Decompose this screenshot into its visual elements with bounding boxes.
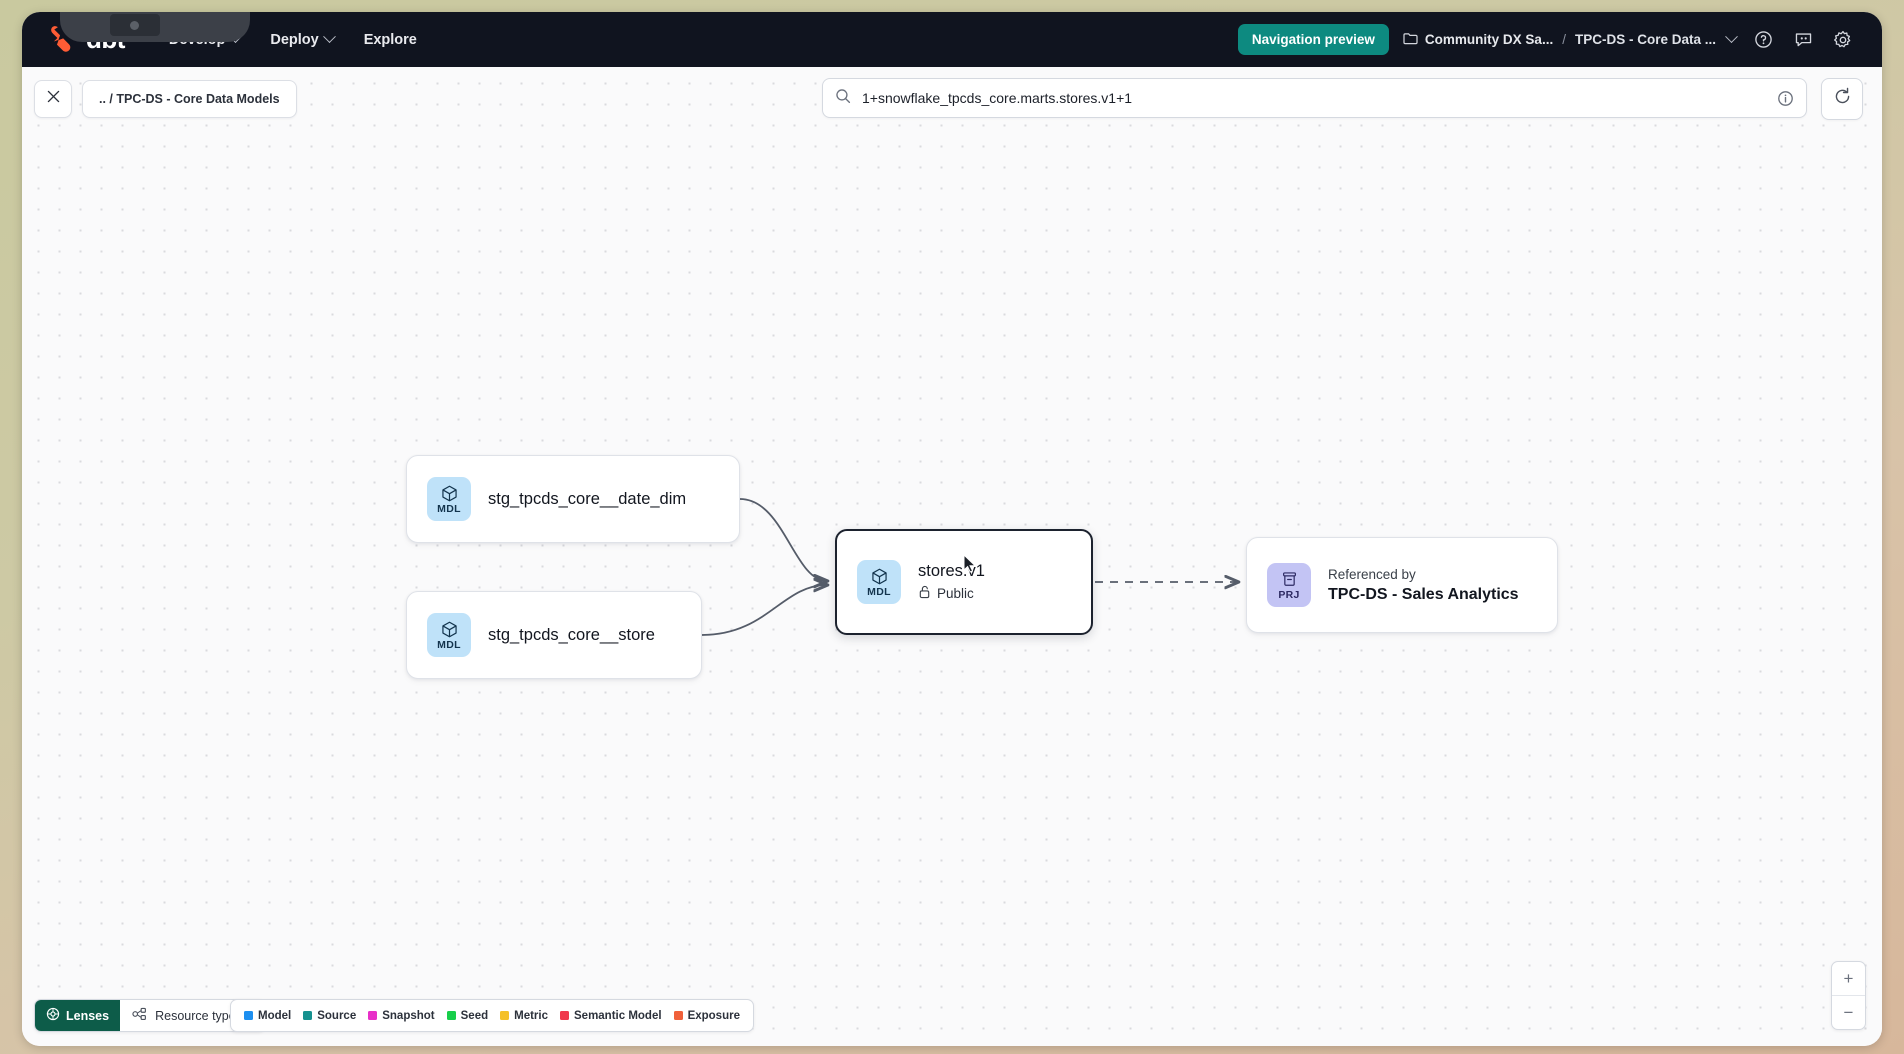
zoom-in-button[interactable]: + [1843, 968, 1854, 988]
settings-icon[interactable] [1830, 27, 1856, 53]
lineage-toolbar: .. / TPC-DS - Core Data Models [22, 67, 1882, 123]
cube-icon [441, 621, 457, 638]
node-access-text: Public [937, 586, 974, 601]
legend-item[interactable]: Metric [500, 1010, 548, 1022]
resource-type-legend: Model Source Snapshot Seed Metric Semantic Mo… [230, 999, 754, 1032]
node-title: stg_tpcds_core__date_dim [488, 489, 687, 508]
lineage-search-box[interactable] [822, 78, 1807, 118]
chevron-down-icon [322, 30, 336, 44]
chevron-down-icon[interactable] [1725, 30, 1738, 44]
top-navbar: dbt Develop Deploy Explore Navigation pr… [22, 12, 1882, 67]
graph-node-project[interactable]: PRJ Referenced by TPC-DS - Sales Analyti… [1246, 537, 1558, 633]
lens-icon [46, 1007, 60, 1024]
browser-frame: dbt Develop Deploy Explore Navigation pr… [22, 12, 1882, 1046]
legend-item[interactable]: Seed [446, 1009, 489, 1022]
node-kicker: Referenced by [1328, 566, 1416, 582]
resource-badge-label: MDL [437, 638, 461, 651]
resource-badge-label: PRJ [1278, 588, 1300, 601]
legend-label: Source [317, 1009, 357, 1022]
legend-label: Snapshot [382, 1009, 435, 1022]
feedback-icon[interactable] [1790, 27, 1816, 53]
legend-item[interactable]: Source [303, 1010, 356, 1022]
legend-swatch [673, 1011, 683, 1020]
project-icon [1282, 572, 1296, 586]
legend-swatch [446, 1011, 456, 1020]
lenses-button-label: Lenses [66, 1008, 110, 1023]
mouse-cursor [963, 553, 977, 579]
nav-item-deploy[interactable]: Deploy [268, 27, 336, 53]
resource-badge-model: MDL [857, 560, 901, 604]
legend-item[interactable]: Semantic Model [560, 1010, 662, 1022]
graph-node-model[interactable]: MDL stg_tpcds_core__store [406, 591, 702, 679]
nav-item-explore[interactable]: Explore [362, 27, 419, 53]
node-body: Referenced by TPC-DS - Sales Analytics [1328, 567, 1519, 604]
refresh-button[interactable] [1821, 78, 1863, 120]
graph-node-selected[interactable]: MDL stores.v1 Public [835, 529, 1093, 635]
breadcrumb: Community DX Sa... / TPC-DS - Core Data … [1403, 30, 1738, 48]
legend-label: Model [258, 1009, 292, 1022]
breadcrumb-account[interactable]: Community DX Sa... [1424, 32, 1554, 47]
node-body: stg_tpcds_core__store [488, 626, 655, 645]
folder-icon [1403, 32, 1418, 48]
resource-badge-label: MDL [867, 585, 891, 598]
node-title: stg_tpcds_core__store [488, 625, 655, 644]
breadcrumb-project[interactable]: TPC-DS - Core Data ... [1574, 32, 1716, 47]
close-icon [46, 89, 61, 109]
navbar-right: Navigation preview Community DX Sa... / … [1237, 24, 1856, 55]
nodes-icon [132, 1007, 147, 1024]
breadcrumb-separator: / [1562, 32, 1566, 47]
nav-item-deploy-label: Deploy [270, 31, 319, 48]
graph-node-model[interactable]: MDL stg_tpcds_core__date_dim [406, 455, 740, 543]
legend-swatch [500, 1011, 510, 1020]
cube-icon [871, 568, 887, 585]
node-body: stg_tpcds_core__date_dim [488, 490, 686, 509]
refresh-icon [1833, 87, 1852, 111]
info-icon[interactable] [1777, 90, 1794, 107]
zoom-controls: + − [1831, 961, 1866, 1030]
legend-item[interactable]: Model [244, 1010, 291, 1022]
resource-type-label: Resource type [155, 1008, 236, 1023]
help-icon[interactable] [1750, 27, 1776, 53]
legend-item[interactable]: Exposure [673, 1009, 740, 1022]
node-access-label: Public [918, 585, 985, 602]
legend-label: Semantic Model [574, 1009, 662, 1022]
search-icon [835, 88, 851, 109]
lineage-canvas[interactable]: MDL stg_tpcds_core__date_dim MDL stg_tpc… [22, 67, 1882, 1046]
resource-badge-label: MDL [437, 502, 461, 515]
dbt-x-logo-icon [48, 25, 78, 55]
resource-badge-model: MDL [427, 613, 471, 657]
legend-swatch [244, 1011, 253, 1020]
nav-item-explore-label: Explore [363, 31, 417, 48]
lineage-edges [701, 498, 1882, 636]
legend-item[interactable]: Snapshot [368, 1009, 435, 1022]
lenses-button[interactable]: Lenses [35, 1000, 121, 1031]
node-project-name: TPC-DS - Sales Analytics [1328, 585, 1519, 603]
legend-label: Exposure [687, 1009, 740, 1022]
legend-swatch [560, 1011, 569, 1020]
legend-label: Metric [514, 1009, 548, 1022]
unlock-icon [918, 585, 931, 602]
search-input[interactable] [860, 89, 1777, 107]
device-camera-icon [110, 14, 160, 36]
navigation-preview-badge[interactable]: Navigation preview [1237, 24, 1389, 55]
close-button[interactable] [34, 80, 72, 118]
resource-badge-model: MDL [427, 477, 471, 521]
resource-badge-project: PRJ [1267, 563, 1311, 607]
zoom-out-button[interactable]: − [1832, 995, 1865, 1029]
canvas-breadcrumb-pill[interactable]: .. / TPC-DS - Core Data Models [82, 80, 297, 118]
legend-swatch [368, 1011, 378, 1020]
legend-swatch [303, 1011, 313, 1020]
cube-icon [441, 485, 457, 502]
legend-label: Seed [460, 1009, 489, 1022]
